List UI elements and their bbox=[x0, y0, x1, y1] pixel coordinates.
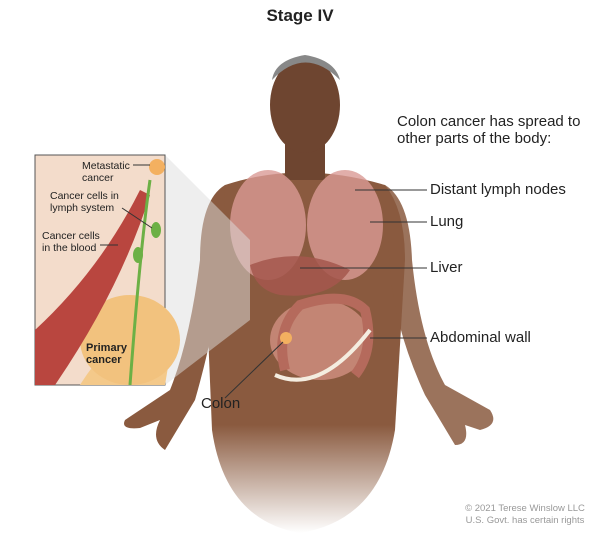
label-abdominal-wall: Abdominal wall bbox=[430, 329, 531, 346]
leader-lines bbox=[100, 164, 427, 399]
organs bbox=[230, 170, 383, 382]
label-distant-lymph-nodes: Distant lymph nodes bbox=[430, 181, 566, 198]
inset-projection bbox=[165, 155, 250, 385]
label-primary-cancer: Primary cancer bbox=[86, 342, 127, 366]
rights-line: U.S. Govt. has certain rights bbox=[465, 515, 585, 526]
inset-image bbox=[34, 154, 180, 386]
intro-text: Colon cancer has spread to other parts o… bbox=[397, 113, 581, 147]
label-lymph-cells: Cancer cells in lymph system bbox=[50, 190, 119, 214]
label-liver: Liver bbox=[430, 259, 463, 276]
copyright: © 2021 Terese Winslow LLC U.S. Govt. has… bbox=[450, 503, 600, 527]
lung-right bbox=[307, 170, 383, 280]
colon-tumor bbox=[280, 332, 292, 344]
label-lung: Lung bbox=[430, 213, 464, 230]
copyright-line: © 2021 Terese Winslow LLC bbox=[465, 503, 585, 514]
page-title: Stage IV bbox=[266, 6, 334, 25]
liver bbox=[250, 256, 350, 296]
abdominal-wall bbox=[274, 328, 372, 382]
label-metastatic-cancer: Metastatic cancer bbox=[82, 160, 130, 184]
label-blood-cells: Cancer cells in the blood bbox=[42, 230, 100, 254]
label-colon: Colon bbox=[201, 395, 241, 412]
